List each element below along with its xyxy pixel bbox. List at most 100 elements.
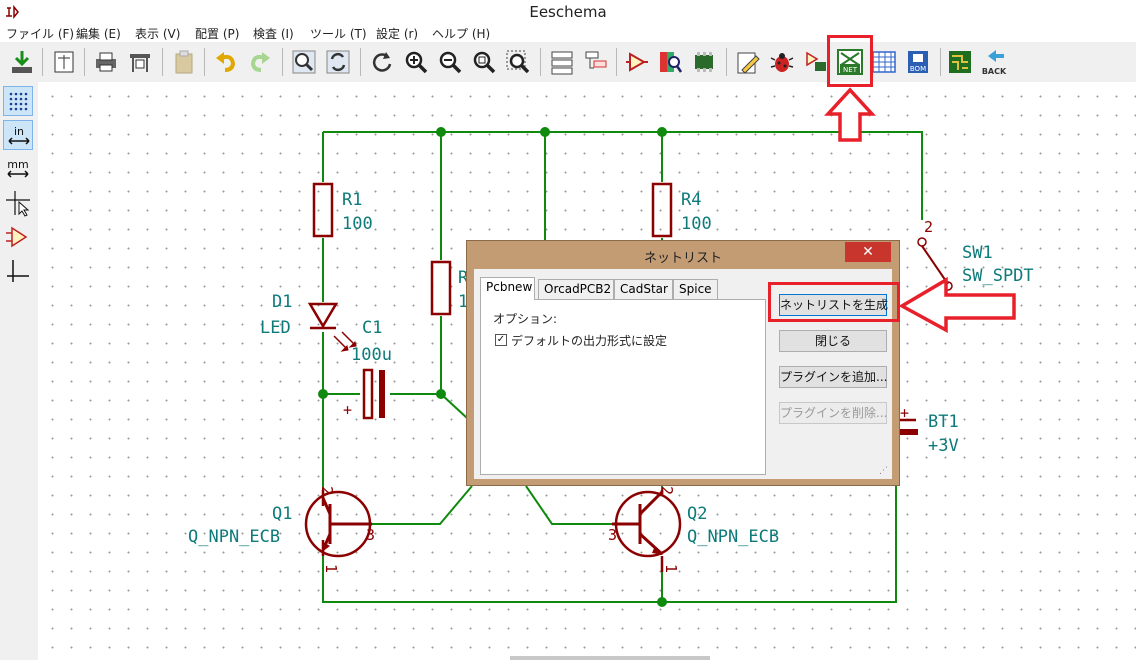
erc-icon[interactable] bbox=[768, 48, 796, 76]
menu-edit[interactable]: 編集 (E) bbox=[76, 27, 121, 41]
annotate-icon[interactable] bbox=[734, 48, 762, 76]
generate-netlist-button[interactable]: ネットリストを生成 bbox=[779, 294, 888, 316]
q2-value: Q_NPN_ECB bbox=[687, 527, 779, 547]
c1-value: 100u bbox=[351, 345, 392, 365]
netlist-highlight-box bbox=[827, 35, 873, 87]
menu-tools[interactable]: ツール (T) bbox=[310, 27, 367, 41]
print-icon[interactable] bbox=[92, 48, 120, 76]
capacitor-c1-plate-a bbox=[362, 368, 374, 420]
switch-sw1-lever bbox=[921, 245, 949, 285]
menu-place[interactable]: 配置 (P) bbox=[195, 27, 240, 41]
close-button[interactable]: 閉じる bbox=[779, 330, 887, 352]
q2-pin-3: 3 bbox=[608, 526, 617, 544]
default-format-checkbox[interactable]: ✓ bbox=[495, 334, 507, 346]
bom-icon[interactable]: BOM bbox=[904, 48, 932, 76]
grid-toggle-icon[interactable] bbox=[3, 86, 33, 116]
bom-table-icon[interactable] bbox=[870, 48, 898, 76]
options-label: オプション: bbox=[493, 312, 558, 326]
save-icon[interactable] bbox=[8, 48, 36, 76]
back-icon[interactable]: BACK bbox=[980, 48, 1008, 76]
up-arrow-annotation bbox=[824, 87, 876, 142]
tab-cadstar[interactable]: CadStar bbox=[614, 279, 673, 299]
menu-file[interactable]: ファイル (F) bbox=[6, 27, 75, 41]
page-settings-icon[interactable] bbox=[50, 48, 78, 76]
r4-ref: R4 bbox=[681, 190, 701, 210]
menu-help[interactable]: ヘルプ (H) bbox=[432, 27, 491, 41]
q1-value: Q_NPN_ECB bbox=[188, 527, 280, 547]
hidden-pins-icon[interactable] bbox=[3, 222, 33, 252]
junction-dots bbox=[318, 127, 667, 607]
footprint-editor-icon[interactable] bbox=[690, 48, 718, 76]
q2-emitter-arrow bbox=[652, 546, 663, 555]
left-arrow-annotation bbox=[898, 276, 1016, 333]
find-icon[interactable] bbox=[290, 48, 318, 76]
tab-orcadpcb2[interactable]: OrcadPCB2 bbox=[538, 279, 614, 299]
units-mm-icon[interactable]: mm bbox=[3, 154, 33, 184]
menu-settings[interactable]: 設定 (r) bbox=[376, 27, 419, 41]
r1-value: 100 bbox=[342, 214, 373, 234]
q1-pin-2: 2 bbox=[318, 486, 336, 495]
add-plugin-button[interactable]: プラグインを追加... bbox=[779, 366, 887, 388]
wire-angle-icon[interactable] bbox=[3, 256, 33, 286]
zoom-selection-icon[interactable] bbox=[504, 48, 532, 76]
library-editor-icon[interactable] bbox=[622, 48, 650, 76]
left-toolbar: in mm bbox=[0, 82, 38, 660]
resize-grip[interactable]: ⋰ bbox=[879, 466, 888, 476]
hierarchy-navigator-icon[interactable] bbox=[548, 48, 576, 76]
horizontal-scrollbar[interactable] bbox=[510, 656, 710, 660]
redo-icon[interactable] bbox=[246, 48, 274, 76]
pcbnew-icon[interactable] bbox=[946, 48, 974, 76]
menu-view[interactable]: 表示 (V) bbox=[135, 27, 181, 41]
undo-icon[interactable] bbox=[212, 48, 240, 76]
q1-emitter-arrow bbox=[322, 542, 330, 552]
switch-sw1-pin bbox=[917, 237, 927, 247]
zoom-out-icon[interactable] bbox=[436, 48, 464, 76]
q1-pin-1: 1 bbox=[322, 564, 340, 573]
tab-spice[interactable]: Spice bbox=[673, 279, 718, 299]
c1-plus: + bbox=[343, 401, 352, 419]
resistor-r4 bbox=[651, 182, 673, 238]
components bbox=[304, 182, 953, 572]
refresh-icon[interactable] bbox=[368, 48, 396, 76]
zoom-fit-icon[interactable] bbox=[470, 48, 498, 76]
plot-icon[interactable] bbox=[126, 48, 154, 76]
tab-pcbnew[interactable]: Pcbnew bbox=[480, 277, 535, 300]
q2-ref: Q2 bbox=[687, 504, 707, 524]
back-icon-label: BACK bbox=[982, 67, 1007, 76]
title-bar: Eeschema bbox=[0, 0, 1136, 24]
menu-bar: ファイル (F) 編集 (E) 表示 (V) 配置 (P) 検査 (I) ツール… bbox=[0, 24, 1136, 42]
schematic-labels: R1 100 R4 100 R 1 D1 LED C1 100u SW1 SW_… bbox=[188, 190, 1034, 547]
d1-ref: D1 bbox=[272, 292, 292, 312]
menu-inspect[interactable]: 検査 (I) bbox=[253, 27, 294, 41]
bt1-ref: BT1 bbox=[928, 412, 959, 432]
cursor-shape-icon[interactable] bbox=[3, 188, 33, 218]
zoom-in-icon[interactable] bbox=[402, 48, 430, 76]
q2-pin-2: 2 bbox=[658, 486, 676, 495]
default-format-label: デフォルトの出力形式に設定 bbox=[511, 334, 668, 348]
wires bbox=[322, 131, 923, 603]
c1-ref: C1 bbox=[362, 318, 382, 338]
find-replace-icon[interactable] bbox=[324, 48, 352, 76]
generate-highlight-box bbox=[768, 282, 900, 322]
q1-ref: Q1 bbox=[272, 504, 292, 524]
sw1-pin: 2 bbox=[924, 218, 933, 236]
dialog-close-button[interactable]: ✕ bbox=[845, 242, 891, 262]
assign-footprints-icon[interactable] bbox=[802, 48, 830, 76]
paste-icon[interactable] bbox=[170, 48, 198, 76]
bom-icon-label: BOM bbox=[910, 65, 926, 73]
units-mm-label: mm bbox=[7, 158, 28, 171]
r-partial-value: 1 bbox=[458, 292, 468, 312]
netlist-icon[interactable]: NET bbox=[836, 48, 864, 76]
library-browser-icon[interactable] bbox=[656, 48, 684, 76]
led-d1 bbox=[307, 302, 339, 330]
remove-plugin-button: プラグインを削除... bbox=[779, 402, 887, 424]
q2-pin-1: 1 bbox=[662, 564, 680, 573]
sw1-ref: SW1 bbox=[962, 243, 993, 263]
pin-labels: + + 2 2 3 1 2 3 1 bbox=[318, 218, 933, 573]
netlist-icon-label: NET bbox=[843, 66, 858, 74]
resistor-r1 bbox=[312, 182, 334, 238]
units-inch-label: in bbox=[14, 125, 24, 138]
units-inch-icon[interactable]: in bbox=[3, 120, 33, 150]
leave-sheet-icon[interactable] bbox=[582, 48, 610, 76]
eeschema-app-icon bbox=[6, 4, 19, 20]
